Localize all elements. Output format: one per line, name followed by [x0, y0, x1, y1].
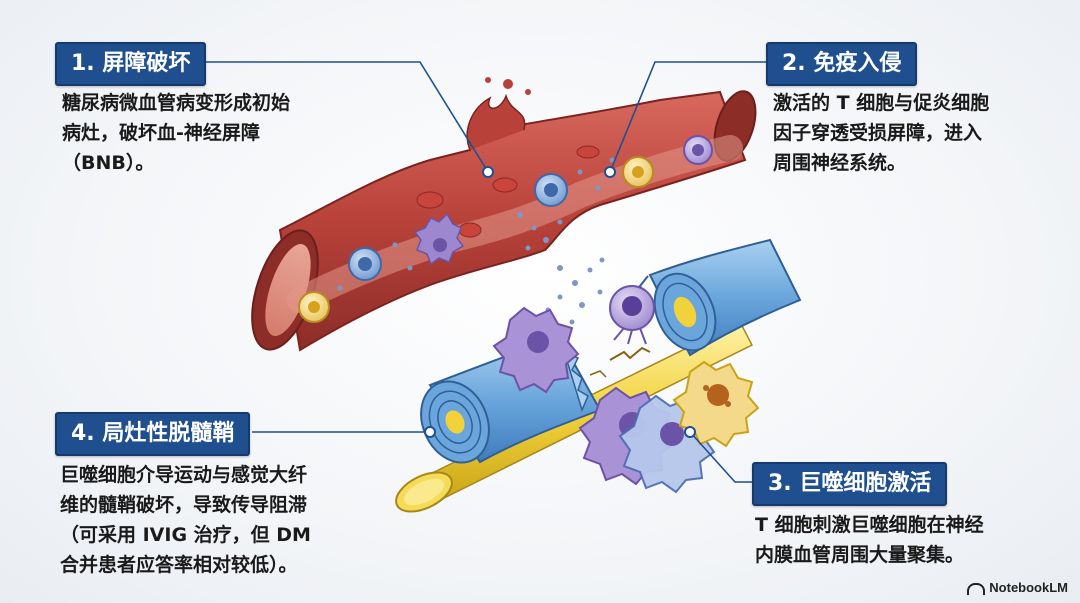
brand-label: NotebookLM [989, 580, 1068, 595]
notebooklm-watermark: NotebookLM [967, 580, 1068, 595]
callout-title-macrophage-activation: 3. 巨噬细胞激活 [752, 462, 947, 506]
callout-title-barrier-disruption: 1. 屏障破坏 [55, 42, 206, 86]
callout-text-barrier-disruption: 糖尿病微血管病变形成初始 病灶，破坏血-神经屏障 （BNB）。 [62, 88, 382, 178]
t-cell-icon [610, 286, 654, 344]
callout-title-focal-demyelination: 4. 局灶性脱髓鞘 [55, 412, 250, 456]
callout-text-focal-demyelination: 巨噬细胞介导运动与感觉大纤 维的髓鞘破坏，导致传导阻滞 （可采用 IVIG 治疗… [60, 460, 390, 580]
callout-text-immune-invasion: 激活的 T 细胞与促炎细胞 因子穿透受损屏障，进入 周围神经系统。 [773, 88, 1063, 178]
callout-title-immune-invasion: 2. 免疫入侵 [766, 42, 917, 86]
notebooklm-logo-icon [967, 583, 985, 595]
callout-text-macrophage-activation: T 细胞刺激巨噬细胞在神经 内膜血管周围大量聚集。 [755, 510, 1055, 570]
